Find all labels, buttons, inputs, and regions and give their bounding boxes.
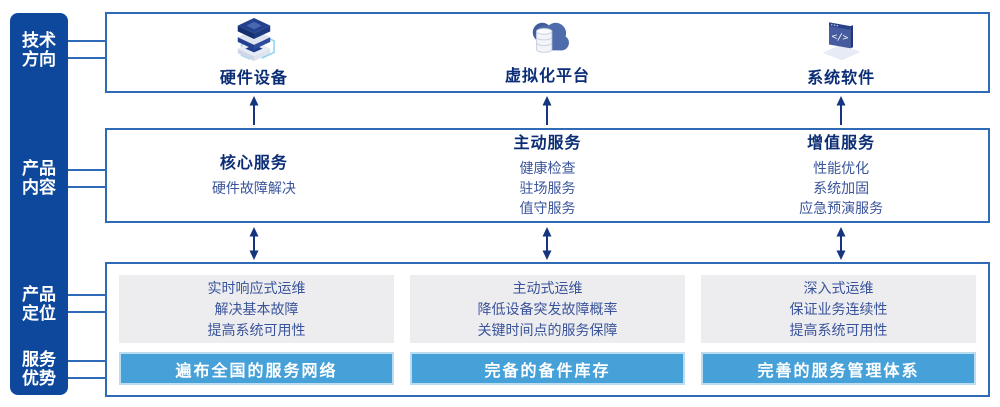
positioning-line: 实时响应式运维: [207, 279, 306, 296]
tech-item-label: 虚拟化平台: [505, 68, 591, 85]
bottom-column-deep: 深入式运维 保证业务连续性 提高系统可用性 完善的服务管理体系: [701, 275, 976, 385]
tech-direction-box: 硬件设备 虚拟化平台: [105, 12, 990, 93]
connector-line: [68, 377, 105, 379]
tech-item-label: 硬件设备: [219, 70, 288, 87]
up-arrow: [249, 96, 259, 125]
bottom-column-proactive: 主动式运维 降低设备突发故障概率 关键时间点的服务保障 完备的备件库存: [410, 275, 685, 385]
cloud-database-icon: [532, 22, 569, 53]
service-item: 系统加固: [813, 180, 870, 196]
service-item: 健康检查: [519, 160, 576, 176]
advantage-banner: 完备的备件库存: [410, 352, 685, 385]
bottom-column-realtime: 实时响应式运维 解决基本故障 提高系统可用性 遍布全国的服务网络: [119, 275, 394, 385]
advantage-banner: 遍布全国的服务网络: [119, 352, 394, 385]
tech-item-hardware: 硬件设备: [107, 14, 401, 91]
positioning-panel: 实时响应式运维 解决基本故障 提高系统可用性: [119, 275, 394, 343]
service-item: 驻场服务: [519, 180, 576, 196]
sidebar-label: 服务优势: [22, 350, 56, 388]
positioning-advantage-box: 实时响应式运维 解决基本故障 提高系统可用性 遍布全国的服务网络 主动式运维 降…: [105, 262, 990, 397]
positioning-line: 降低设备突发故障概率: [477, 300, 618, 317]
service-item: 值守服务: [519, 200, 576, 216]
category-sidebar: 技术方向 产品内容 产品定位 服务优势: [10, 13, 68, 395]
positioning-line: 主动式运维: [512, 279, 583, 296]
service-item: 硬件故障解决: [211, 180, 296, 196]
sidebar-item-service-advantage: 服务优势: [10, 350, 68, 388]
code-window-icon: </>: [822, 22, 861, 61]
double-arrow: [542, 227, 552, 260]
service-group-title: 核心服务: [219, 155, 288, 172]
positioning-panel: 深入式运维 保证业务连续性 提高系统可用性: [701, 275, 976, 343]
tech-item-virtualization: 虚拟化平台: [401, 14, 695, 91]
sidebar-label: 技术方向: [22, 31, 56, 69]
service-group-value-added: 增值服务 性能优化 系统加固 应急预演服务: [694, 130, 988, 221]
sidebar-label: 产品定位: [22, 285, 56, 323]
server-stack-icon: [237, 17, 275, 61]
positioning-line: 提高系统可用性: [207, 321, 306, 338]
double-arrow: [836, 227, 846, 260]
connector-line: [68, 169, 105, 171]
service-group-core: 核心服务 硬件故障解决: [107, 130, 401, 221]
connector-line: [68, 360, 105, 362]
sidebar-item-product-positioning: 产品定位: [10, 285, 68, 323]
sidebar-item-product-content: 产品内容: [10, 159, 68, 197]
tech-item-system-software: </> 系统软件: [694, 14, 988, 91]
positioning-line: 保证业务连续性: [789, 300, 888, 317]
positioning-line: 提高系统可用性: [789, 321, 888, 338]
connector-line: [68, 294, 105, 296]
up-arrow: [836, 96, 846, 125]
service-item: 性能优化: [813, 160, 870, 176]
connector-line: [68, 311, 105, 313]
connector-line: [68, 186, 105, 188]
positioning-line: 深入式运维: [803, 279, 874, 296]
positioning-line: 解决基本故障: [214, 300, 299, 317]
service-group-title: 主动服务: [513, 135, 582, 152]
tech-item-label: 系统软件: [807, 70, 876, 87]
positioning-panel: 主动式运维 降低设备突发故障概率 关键时间点的服务保障: [410, 275, 685, 343]
double-arrow: [249, 227, 259, 260]
product-content-box: 核心服务 硬件故障解决 主动服务 健康检查 驻场服务 值守服务 增值服务 性能优…: [105, 128, 990, 223]
advantage-banner: 完善的服务管理体系: [701, 352, 976, 385]
connector-line: [68, 57, 105, 59]
svg-text:</>: </>: [831, 31, 849, 43]
service-group-proactive: 主动服务 健康检查 驻场服务 值守服务: [401, 130, 695, 221]
sidebar-item-tech-direction: 技术方向: [10, 31, 68, 69]
service-group-title: 增值服务: [807, 135, 876, 152]
sidebar-label: 产品内容: [22, 159, 56, 197]
up-arrow: [542, 96, 552, 125]
positioning-line: 关键时间点的服务保障: [477, 321, 618, 338]
service-item: 应急预演服务: [799, 200, 884, 216]
connector-line: [68, 40, 105, 42]
